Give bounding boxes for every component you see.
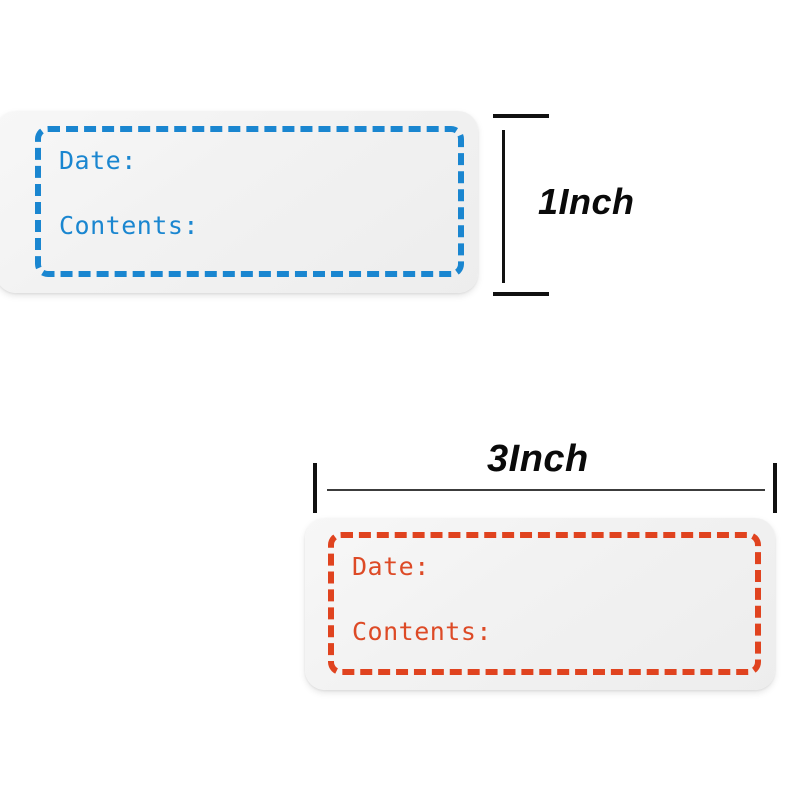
orange-label-dashed-border: Date: Contents: [328, 532, 761, 675]
height-dimension-label: 1Inch [538, 181, 635, 222]
blue-label-text-block: Date: Contents: [41, 132, 458, 271]
blue-label-dashed-border: Date: Contents: [35, 126, 464, 277]
orange-label-sticker: Date: Contents: [305, 518, 775, 690]
width-dimension-right-cap [773, 463, 777, 513]
blue-label-sticker: Date: Contents: [0, 111, 478, 293]
width-dimension-left-cap [313, 463, 317, 513]
orange-label-contents-line: Contents: [352, 617, 492, 646]
orange-label-date-line: Date: [352, 552, 430, 581]
height-dimension-top-cap [493, 114, 549, 118]
width-dimension-line [327, 489, 765, 491]
height-dimension-line [502, 130, 505, 283]
blue-label-contents-line: Contents: [59, 211, 199, 240]
width-dimension-label: 3Inch [487, 438, 589, 480]
blue-label-date-line: Date: [59, 146, 137, 175]
height-dimension-bottom-cap [493, 292, 549, 296]
orange-label-text-block: Date: Contents: [334, 538, 755, 669]
